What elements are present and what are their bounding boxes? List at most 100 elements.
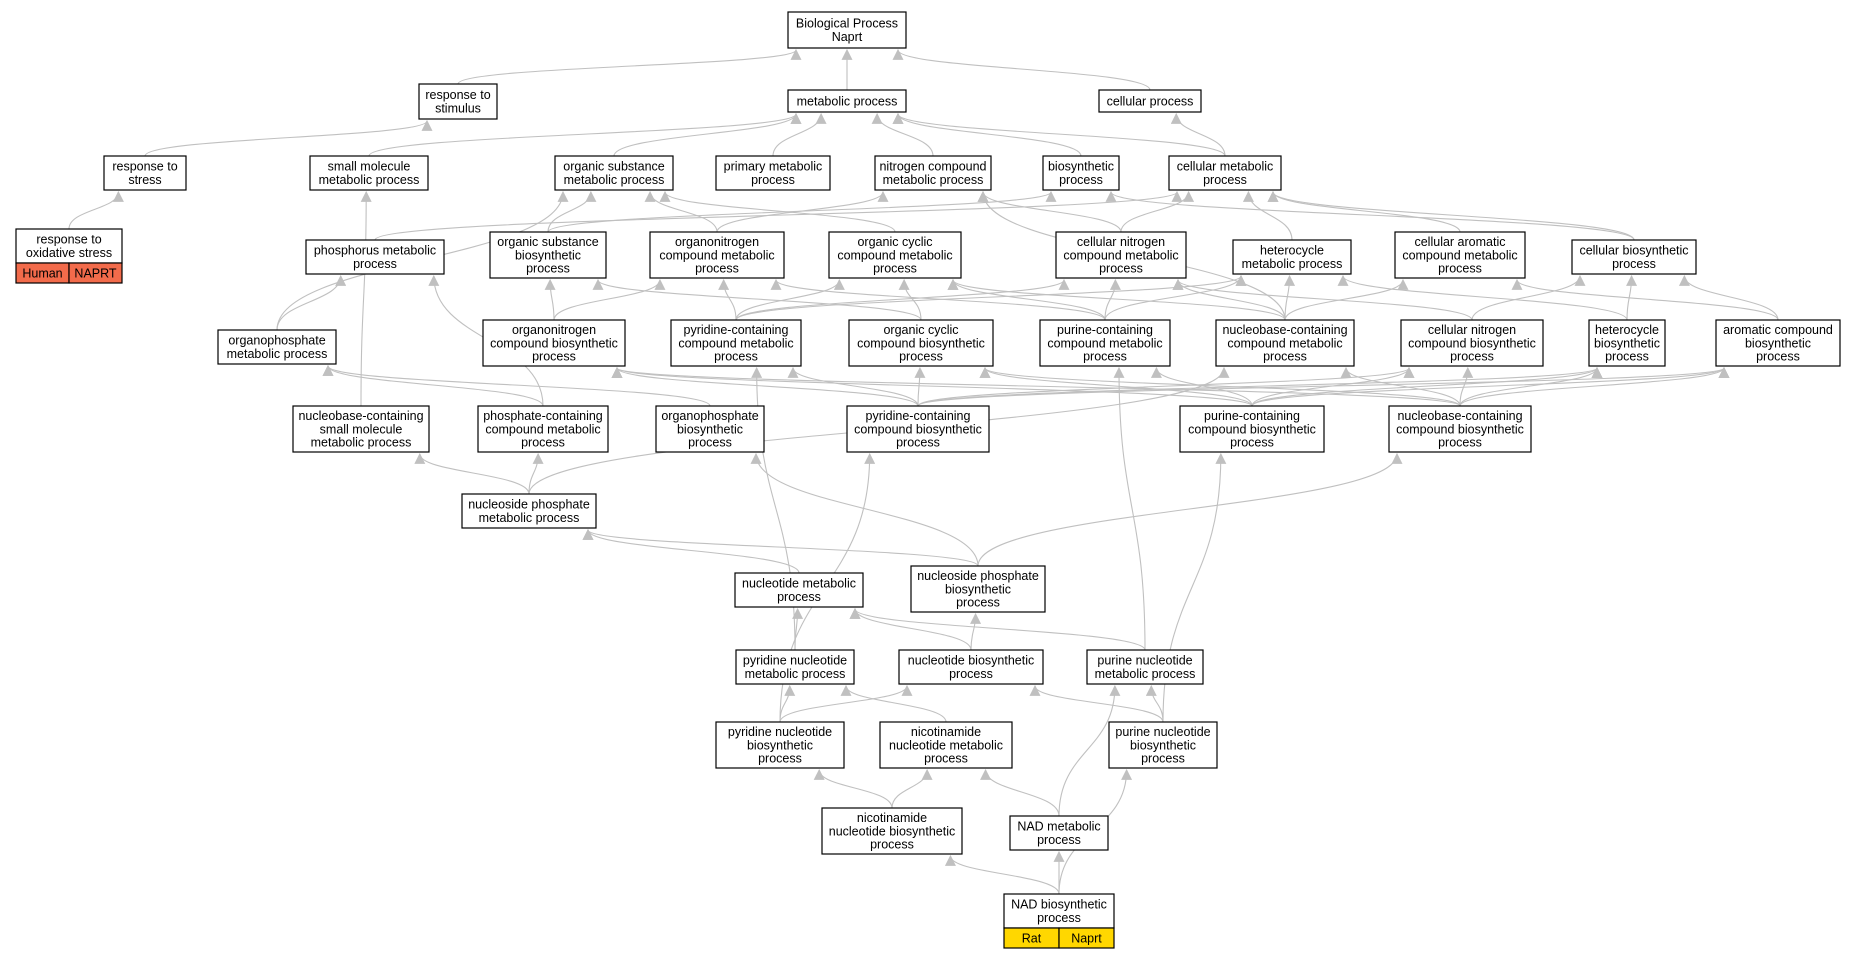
node-label-line: stress — [128, 173, 161, 187]
node-label-line: stimulus — [435, 101, 481, 115]
edge-cellmetab-to-metab — [892, 112, 1226, 157]
edge-cellnitro-to-nitrogen — [977, 190, 1122, 233]
node-label-line: process — [1756, 350, 1800, 364]
edge-nsphosbio-to-nucleobasebio — [977, 452, 1403, 567]
node-label-line: nucleoside phosphate — [468, 498, 590, 512]
edge-layer — [68, 48, 1779, 895]
node-label-line: metabolic process — [227, 347, 328, 361]
edge-nsphosbio-to-organophosbio — [750, 452, 979, 567]
node-label-line: process — [899, 350, 943, 364]
node-label-line: pyridine nucleotide — [728, 725, 832, 739]
edge-nucleobasemetab-to-orgcyclic — [947, 278, 1286, 321]
edge-heterobio-to-hetero — [1337, 274, 1628, 321]
node-box — [1098, 89, 1202, 113]
node-label-line: purine-containing — [1057, 323, 1153, 337]
node-box — [477, 405, 609, 453]
node-label-line: biosynthetic — [1048, 160, 1114, 174]
node-label-line: process — [1612, 257, 1656, 271]
edge-nucleobasebio-to-nucleobasemetab — [1340, 366, 1461, 407]
node-label-line: compound biosynthetic — [854, 422, 982, 436]
node-label-line: nucleoside phosphate — [917, 569, 1039, 583]
node-label-line: process — [1083, 350, 1127, 364]
node-label-line: process — [1059, 173, 1103, 187]
node-box — [1215, 319, 1355, 367]
node-box — [1039, 319, 1171, 367]
species-tag-label: Human — [22, 266, 62, 280]
node-label-line: pyridine-containing — [866, 409, 971, 423]
edge-pyridbio-to-arombio — [917, 366, 1730, 407]
node-label-line: biosynthetic — [1594, 336, 1660, 350]
edge-nadmetab-to-purinenucmetab — [1058, 684, 1121, 817]
node-label-line: small molecule — [320, 422, 403, 436]
node-label-line: compound metabolic — [837, 248, 952, 262]
node-label-line: nicotinamide — [857, 811, 927, 825]
edge-pyridnucbio-to-nucbio — [779, 684, 913, 723]
node-label-line: process — [924, 752, 968, 766]
edge-nucleobasebio-to-cellnitrobio — [1459, 366, 1474, 407]
node-metab[interactable]: metabolic process — [787, 89, 907, 113]
species-tag-cell — [1058, 927, 1115, 949]
node-label-line: process — [873, 262, 917, 276]
node-label-line: metabolic process — [745, 667, 846, 681]
edge-orgsub-to-metab — [613, 112, 802, 157]
edge-purinenucmetab-to-purinemetab — [1113, 366, 1146, 651]
node-label-line: heterocycle — [1260, 244, 1324, 258]
node-cellproc[interactable]: cellular process — [1098, 89, 1202, 113]
node-label-line: process — [526, 262, 570, 276]
node-box — [655, 405, 765, 453]
node-label-line: process — [532, 350, 576, 364]
node-label-line: process — [1141, 752, 1185, 766]
node-label-line: process — [777, 590, 821, 604]
edge-nucleobasesmall-to-smallmol — [360, 190, 372, 407]
edge-nicbio-to-pyridnucbio — [813, 768, 893, 809]
node-label-line: purine-containing — [1204, 409, 1300, 423]
node-box — [482, 319, 626, 367]
